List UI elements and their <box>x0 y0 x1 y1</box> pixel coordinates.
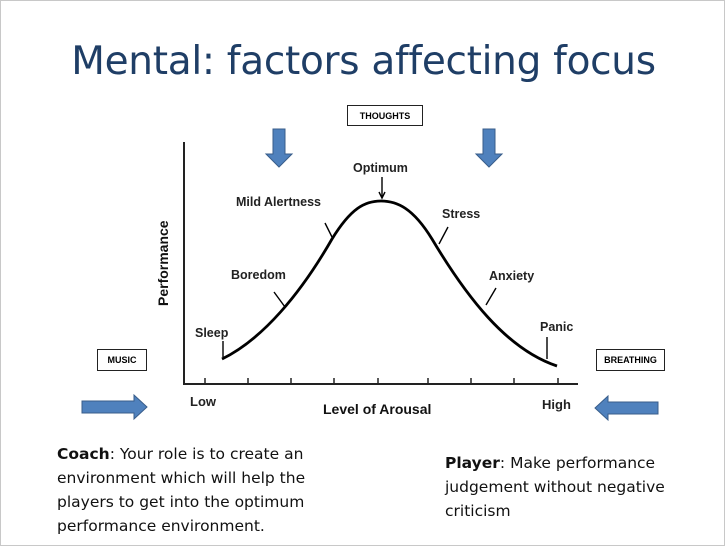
breathing-arrow-icon <box>594 394 659 422</box>
stage-label-boredom: Boredom <box>231 268 286 282</box>
x-axis-low-label: Low <box>190 394 217 409</box>
x-axis-high-label: High <box>542 397 571 412</box>
thoughts-box: THOUGHTS <box>347 105 423 126</box>
coach-note: Coach: Your role is to create an environ… <box>57 442 357 538</box>
performance-curve <box>221 199 558 368</box>
stage-pointers <box>222 177 548 359</box>
coach-text: : Your role is to create an environment … <box>57 445 306 535</box>
y-axis-label: Performance <box>155 220 171 306</box>
player-heading: Player <box>445 454 500 472</box>
x-axis-ticks <box>204 378 559 384</box>
stage-label-mild-alertness: Mild Alertness <box>236 195 321 209</box>
stage-label-stress: Stress <box>442 207 480 221</box>
stage-label-sleep: Sleep <box>195 326 229 340</box>
player-text: : Make performance judgement without neg… <box>445 454 665 520</box>
x-axis-label: Level of Arousal <box>323 401 431 417</box>
breathing-box: BREATHING <box>596 349 665 371</box>
music-arrow-icon <box>81 393 148 421</box>
stage-label-anxiety: Anxiety <box>489 269 534 283</box>
stage-label-optimum: Optimum <box>353 161 408 175</box>
thoughts-arrow-left-icon <box>264 128 294 168</box>
music-box: MUSIC <box>97 349 147 371</box>
slide-title: Mental: factors affecting focus <box>71 39 656 84</box>
player-note: Player: Make performance judgement witho… <box>445 451 705 523</box>
coach-heading: Coach <box>57 445 110 463</box>
stage-label-panic: Panic <box>540 320 573 334</box>
thoughts-arrow-right-icon <box>474 128 504 168</box>
